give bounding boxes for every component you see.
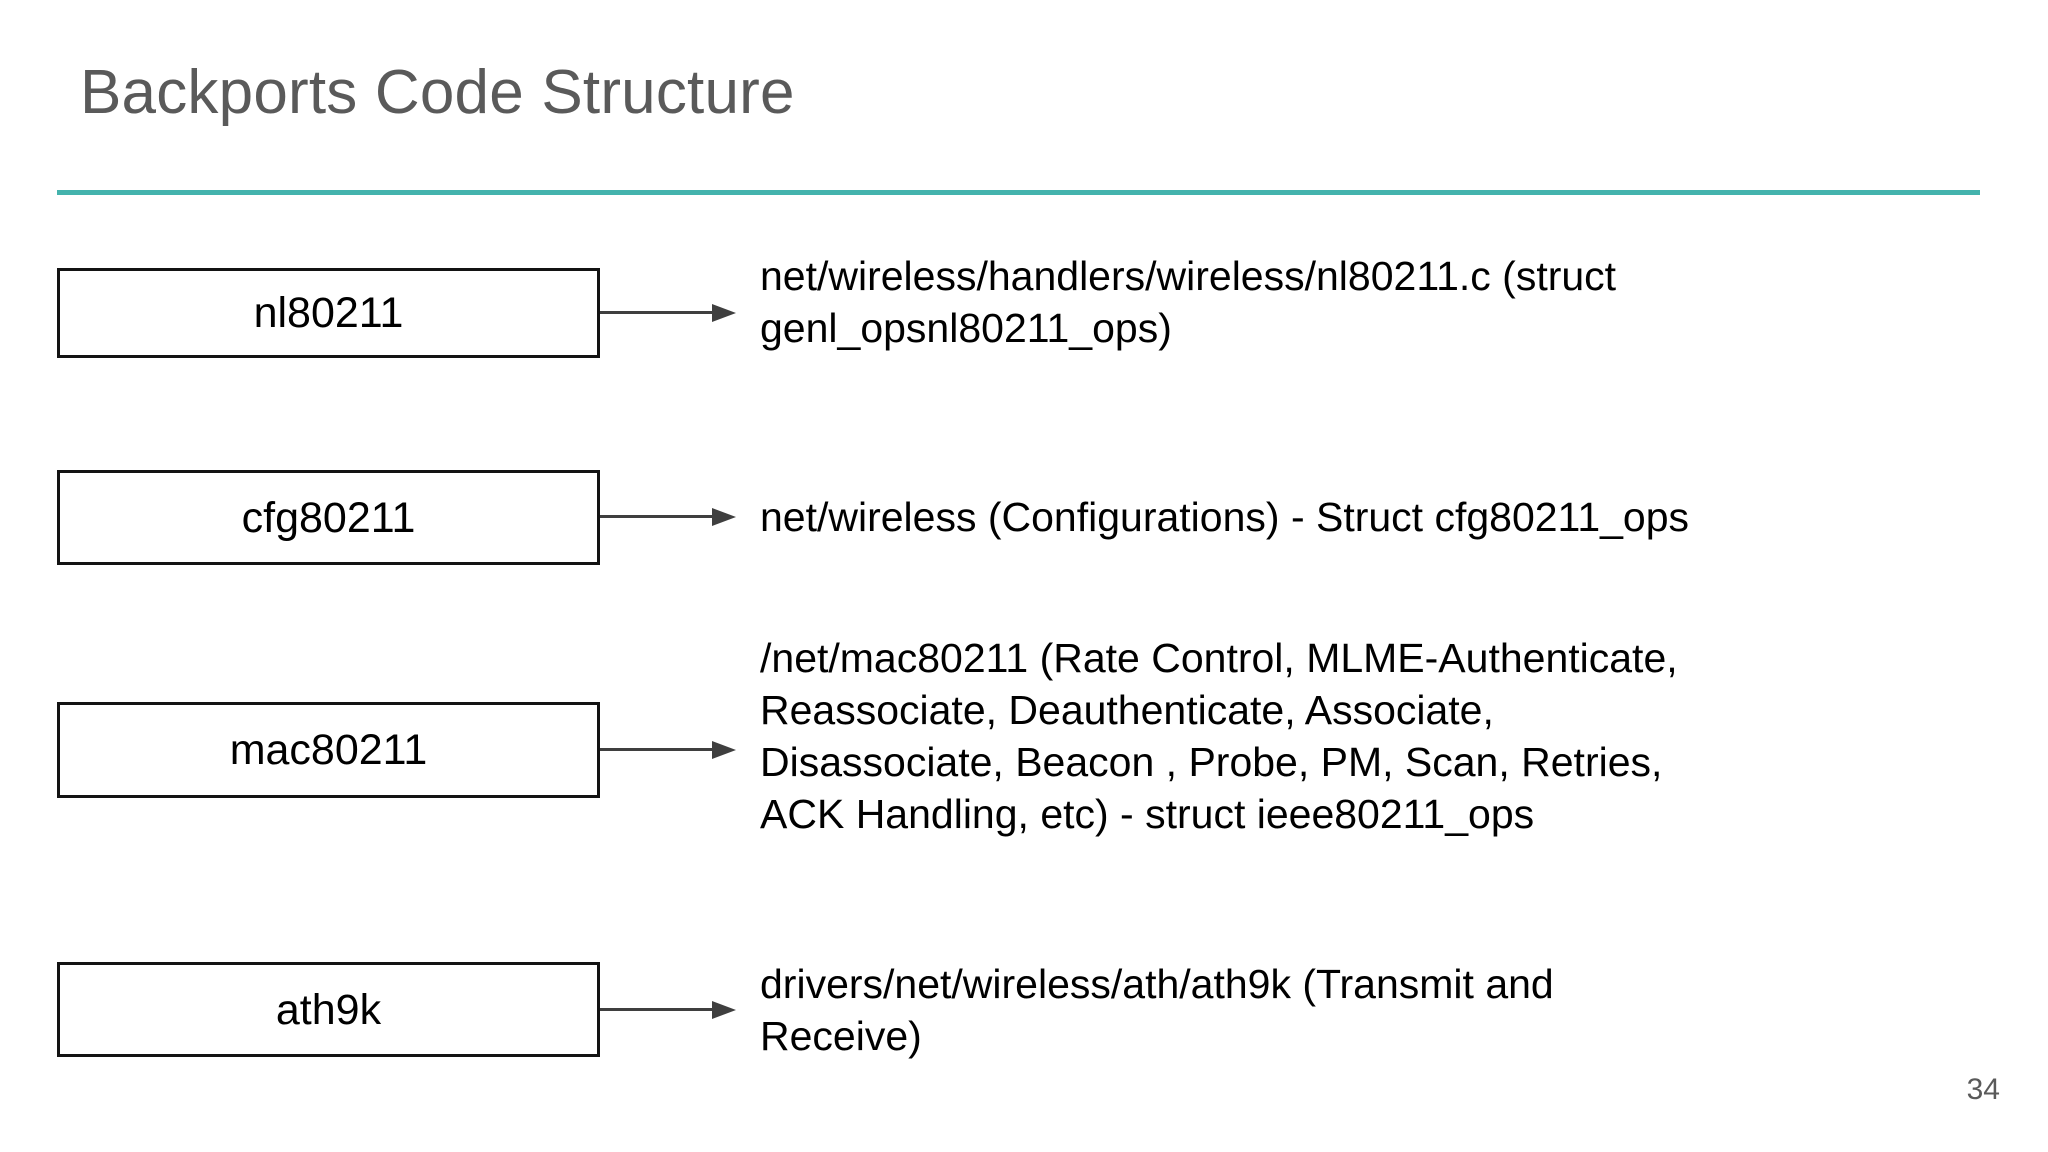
arrow-head xyxy=(712,741,736,759)
node-label-ath9k: ath9k xyxy=(275,985,382,1034)
arrow-shaft xyxy=(600,748,718,751)
page-title: Backports Code Structure xyxy=(80,58,795,127)
node-label-nl80211: nl80211 xyxy=(253,289,404,337)
description-line: ACK Handling, etc) - struct ieee80211_op… xyxy=(760,791,1535,837)
arrow-shaft xyxy=(600,515,718,518)
description-nl80211: net/wireless/handlers/wireless/nl80211.c… xyxy=(760,250,2000,354)
node-box-ath9k[interactable]: ath9k xyxy=(57,962,600,1057)
arrow-head xyxy=(712,508,736,526)
node-box-nl80211[interactable]: nl80211 xyxy=(57,268,600,358)
description-ath9k: drivers/net/wireless/ath/ath9k (Transmit… xyxy=(760,958,2000,1062)
description-line: net/wireless (Configurations) - Struct c… xyxy=(760,494,1690,540)
description-line: Reassociate, Deauthenticate, Associate, xyxy=(760,687,1494,733)
node-box-mac80211[interactable]: mac80211 xyxy=(57,702,600,798)
right-arrow-icon xyxy=(600,739,736,761)
node-label-cfg80211: cfg80211 xyxy=(241,493,416,542)
description-mac80211: /net/mac80211 (Rate Control, MLME-Authen… xyxy=(760,632,2000,840)
node-box-cfg80211[interactable]: cfg80211 xyxy=(57,470,600,565)
description-line: net/wireless/handlers/wireless/nl80211.c… xyxy=(760,253,1617,299)
arrow-shaft xyxy=(600,1008,718,1011)
description-line: Disassociate, Beacon , Probe, PM, Scan, … xyxy=(760,739,1663,785)
description-line: genl_opsnl80211_ops) xyxy=(760,305,1172,351)
right-arrow-icon xyxy=(600,506,736,528)
arrow-head xyxy=(712,304,736,322)
description-line: drivers/net/wireless/ath/ath9k (Transmit… xyxy=(760,961,1554,1007)
page-number: 34 xyxy=(1966,1073,2000,1106)
description-line: /net/mac80211 (Rate Control, MLME-Authen… xyxy=(760,635,1678,681)
description-line: Receive) xyxy=(760,1013,922,1059)
arrow-head xyxy=(712,1001,736,1019)
right-arrow-icon xyxy=(600,999,736,1021)
description-cfg80211: net/wireless (Configurations) - Struct c… xyxy=(760,491,2000,543)
arrow-shaft xyxy=(600,311,718,314)
title-divider xyxy=(57,190,1980,195)
node-label-mac80211: mac80211 xyxy=(229,726,428,774)
right-arrow-icon xyxy=(600,302,736,324)
